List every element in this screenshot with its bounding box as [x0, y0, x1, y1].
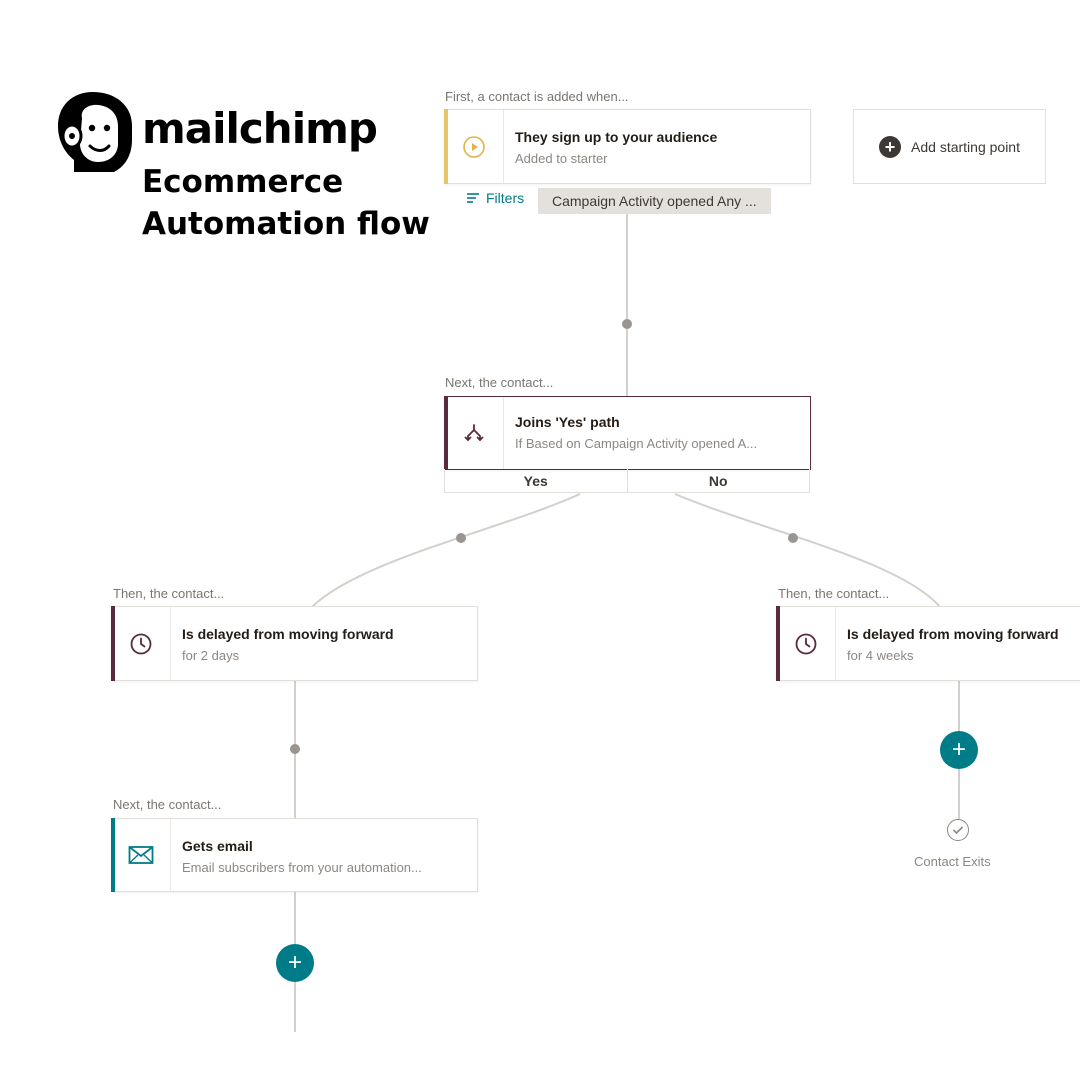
no-add-step-button[interactable]: + [940, 731, 978, 769]
play-icon [463, 135, 485, 158]
mailchimp-logo-icon [58, 92, 132, 172]
trigger-accent-bar [444, 109, 448, 184]
email-accent-bar [111, 818, 115, 892]
brand-subtitle-line2: Automation flow [142, 206, 430, 242]
yes-delay-icon-cell [112, 607, 171, 680]
brand-header: mailchimp Ecommerce Automation flow [52, 88, 432, 248]
no-delay-title: Is delayed from moving forward [847, 626, 1059, 642]
trigger-title: They sign up to your audience [515, 129, 718, 145]
filter-chip[interactable]: Campaign Activity opened Any ... [538, 188, 771, 214]
trigger-subtitle: Added to starter [515, 151, 608, 166]
no-path-tab[interactable]: No [626, 469, 810, 492]
add-starting-point-button[interactable]: + Add starting point [853, 109, 1046, 184]
yes-delay-title: Is delayed from moving forward [182, 626, 394, 642]
email-caption: Next, the contact... [113, 797, 222, 812]
add-starting-point-label: Add starting point [911, 138, 1020, 155]
check-circle-icon [947, 819, 969, 841]
trigger-icon-cell [445, 110, 504, 183]
email-icon-cell [112, 819, 171, 891]
condition-icon-cell [445, 397, 504, 469]
clock-icon [795, 633, 817, 654]
condition-caption: Next, the contact... [445, 375, 554, 390]
filters-label: Filters [486, 190, 525, 206]
yes-delay-subtitle: for 2 days [182, 648, 240, 663]
yes-delay-card[interactable]: Is delayed from moving forward for 2 day… [111, 606, 478, 681]
no-delay-caption: Then, the contact... [778, 586, 890, 601]
email-title: Gets email [182, 838, 253, 854]
yes-add-step-button[interactable]: + [276, 944, 314, 982]
yes-delay-caption: Then, the contact... [113, 586, 225, 601]
email-card[interactable]: Gets email Email subscribers from your a… [111, 818, 478, 892]
brand-name: mailchimp [142, 104, 378, 153]
no-delay-card[interactable]: Is delayed from moving forward for 4 wee… [776, 606, 1080, 681]
email-subtitle: Email subscribers from your automation..… [182, 860, 422, 875]
condition-accent-bar [444, 396, 448, 470]
filter-icon [467, 193, 479, 203]
condition-subtitle: If Based on Campaign Activity opened A..… [515, 436, 758, 451]
brand-subtitle-line1: Ecommerce [142, 164, 344, 200]
no-delay-icon-cell [777, 607, 836, 680]
no-delay-accent-bar [776, 606, 780, 681]
contact-exits-label: Contact Exits [914, 854, 991, 869]
condition-card[interactable]: Joins 'Yes' path If Based on Campaign Ac… [444, 396, 811, 470]
yes-path-tab[interactable]: Yes [523, 473, 548, 489]
clock-icon [130, 633, 152, 654]
branch-icon [464, 424, 484, 442]
branch-selector: Yes No [444, 469, 810, 493]
envelope-icon [128, 846, 154, 864]
filters-button[interactable]: Filters [466, 190, 524, 206]
condition-title: Joins 'Yes' path [515, 414, 620, 430]
no-delay-subtitle: for 4 weeks [847, 648, 914, 663]
yes-delay-accent-bar [111, 606, 115, 681]
trigger-caption: First, a contact is added when... [445, 89, 629, 104]
trigger-card[interactable]: They sign up to your audience Added to s… [444, 109, 811, 184]
plus-circle-icon: + [879, 135, 902, 158]
